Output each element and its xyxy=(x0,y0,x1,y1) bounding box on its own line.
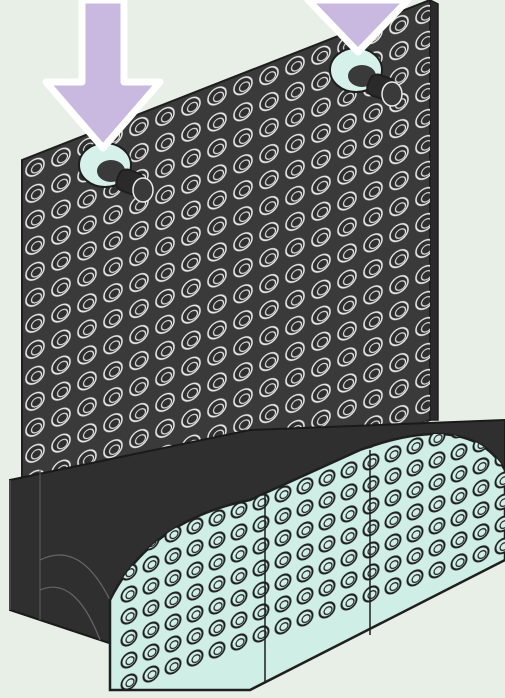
assembly-illustration xyxy=(0,0,505,698)
